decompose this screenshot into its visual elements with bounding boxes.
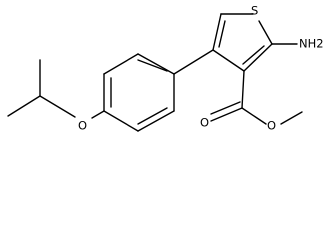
- sulfur-label: S: [251, 4, 258, 18]
- ester-ether-oxygen-label: O: [267, 119, 276, 133]
- ester-carbonyl-oxygen-label: O: [200, 116, 209, 130]
- bond-ph1-ph2-inner: [137, 59, 168, 72]
- bond-c4-c5: [212, 13, 222, 51]
- bond-c3-c4: [212, 49, 245, 72]
- bond-c4-c5-inner: [218, 20, 226, 48]
- molecule-structure: S NH2 O O O: [7, 4, 324, 133]
- bond-ph5-ph6-inner: [137, 107, 168, 125]
- aryl-ether-oxygen-label: O: [78, 119, 87, 133]
- bond-carbonyl-double-b: [210, 101, 241, 115]
- bond-s1-c2: [258, 20, 273, 45]
- bond-ph4-ph5: [103, 110, 139, 132]
- amino-label: NH2: [299, 37, 324, 51]
- isopropoxy-group: [7, 59, 105, 119]
- bond-ch-methyl-left: [7, 95, 41, 117]
- bond-ph1-ph2: [137, 53, 175, 75]
- bond-c3-ccarbonyl: [241, 70, 245, 109]
- bond-ccarbonyl-oether: [241, 107, 267, 125]
- bond-oether-methyl: [280, 111, 303, 125]
- bond-carbonyl-double-a: [210, 107, 243, 122]
- ester-group: [210, 70, 303, 125]
- bond-c4-phenyl: [173, 49, 214, 75]
- bond-ph5-ph6: [137, 110, 175, 132]
- bond-ph4-oaryl: [91, 110, 105, 119]
- bond-c2-c3-inner: [242, 45, 265, 65]
- bond-oaryl-ch: [39, 95, 76, 118]
- bond-c2-c3: [243, 43, 273, 72]
- bond-ph2-ph3: [103, 53, 139, 75]
- thiophene-ring: [212, 13, 273, 72]
- phenyl-ring: [103, 49, 214, 132]
